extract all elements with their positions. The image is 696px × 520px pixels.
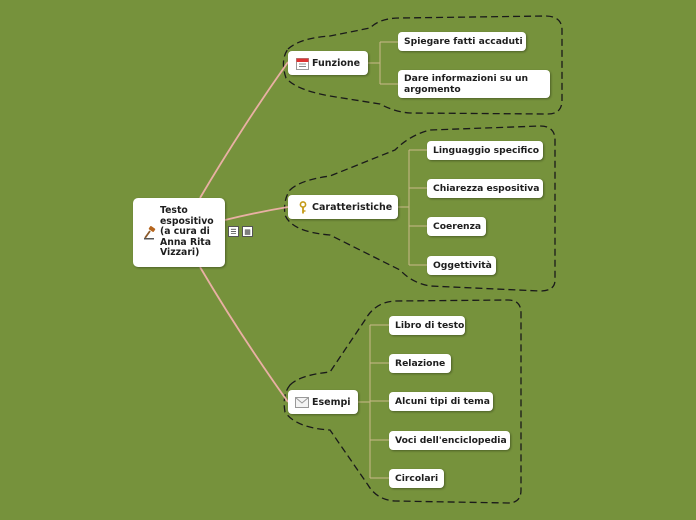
leaf-label: Circolari: [395, 473, 439, 484]
leaf-oggettivita[interactable]: Oggettività: [427, 256, 496, 275]
leaf-chiarezza-espositiva[interactable]: Chiarezza espositiva: [427, 179, 543, 198]
leaf-coerenza[interactable]: Coerenza: [427, 217, 486, 236]
branch-esempi-label: Esempi: [312, 396, 351, 408]
connector-root-funzione: [199, 61, 289, 199]
root-topic-label: Testo espositivo (a cura di Anna Rita Vi…: [160, 205, 214, 258]
root-topic[interactable]: Testo espositivo (a cura di Anna Rita Vi…: [133, 198, 225, 267]
leaf-circolari[interactable]: Circolari: [389, 469, 444, 488]
leaf-label: Alcuni tipi di tema: [395, 396, 490, 407]
leaf-label: Dare informazioni su un argomento: [404, 73, 529, 95]
leaf-label: Oggettività: [433, 260, 492, 271]
leaf-voci-enciclopedia[interactable]: Voci dell'enciclopedia: [389, 431, 510, 450]
leaf-relazione[interactable]: Relazione: [389, 354, 451, 373]
leaf-dare-informazioni[interactable]: Dare informazioni su un argomento: [398, 70, 550, 98]
boundary-caratteristiche: [283, 125, 556, 292]
connector-funzione-children: [368, 41, 398, 85]
leaf-linguaggio-specifico[interactable]: Linguaggio specifico: [427, 141, 543, 160]
connector-esempi-children: [358, 324, 389, 479]
leaf-alcuni-tipi-di-tema[interactable]: Alcuni tipi di tema: [389, 392, 493, 411]
leaf-label: Linguaggio specifico: [433, 145, 540, 156]
leaf-label: Libro di testo: [395, 320, 465, 331]
leaf-label: Spiegare fatti accaduti: [404, 36, 523, 47]
gavel-icon: [143, 226, 157, 240]
leaf-label: Voci dell'enciclopedia: [395, 435, 507, 446]
connector-root-esempi: [199, 266, 289, 403]
connector-caratteristiche-children: [398, 149, 427, 266]
branch-caratteristiche-label: Caratteristiche: [312, 201, 393, 213]
boundary-esempi: [283, 299, 522, 504]
leaf-libro-di-testo[interactable]: Libro di testo: [389, 316, 465, 335]
leaf-spiegare-fatti[interactable]: Spiegare fatti accaduti: [398, 32, 526, 51]
branch-funzione[interactable]: Funzione: [288, 51, 368, 75]
branch-esempi[interactable]: Esempi: [288, 390, 358, 414]
leaf-label: Chiarezza espositiva: [433, 183, 540, 194]
leaf-label: Coerenza: [433, 221, 482, 232]
envelope-icon: [295, 395, 309, 409]
boundary-funzione: [282, 15, 563, 115]
branch-caratteristiche[interactable]: Caratteristiche: [288, 195, 398, 219]
notes-icon[interactable]: ☰: [228, 226, 239, 237]
leaf-label: Relazione: [395, 358, 446, 369]
connector-root-caratteristiche: [224, 206, 289, 221]
calendar-icon: [295, 56, 309, 70]
branch-funzione-label: Funzione: [312, 57, 361, 69]
key-icon: [295, 200, 309, 214]
calendar-grid-icon[interactable]: ▦: [242, 226, 253, 237]
